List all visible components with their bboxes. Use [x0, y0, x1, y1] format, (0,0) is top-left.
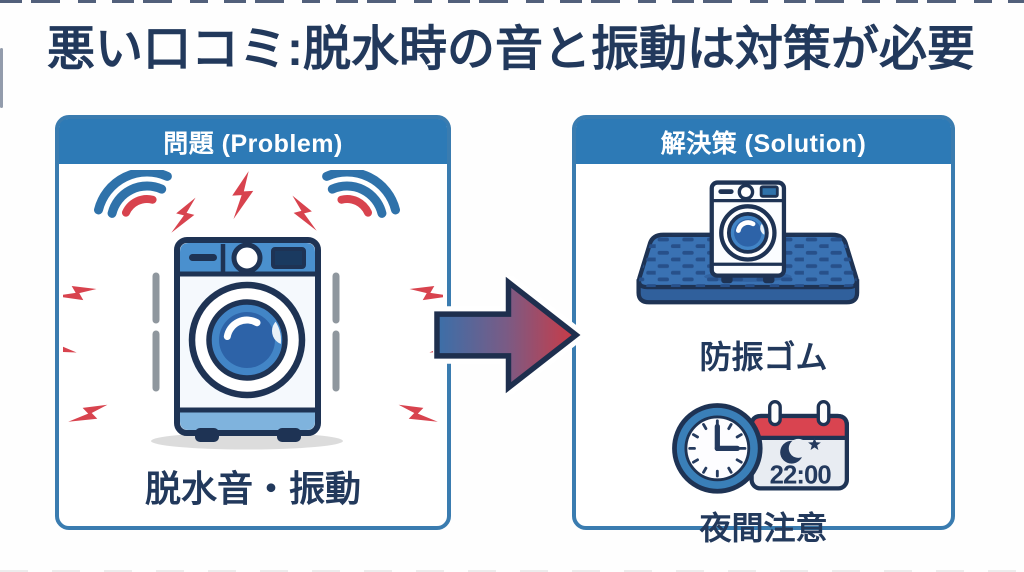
- binder-ring-icon: [767, 400, 782, 427]
- bottom-crop-artifact: [0, 570, 1024, 572]
- page-title: 悪い口コミ:脱水時の音と振動は対策が必要: [47, 23, 975, 76]
- binder-ring-icon: [816, 400, 830, 427]
- problem-panel: 問題 (Problem): [55, 115, 451, 530]
- problem-panel-header: 問題 (Problem): [59, 119, 447, 164]
- dial-knob-icon: [737, 183, 754, 201]
- arrow-right-icon: [433, 276, 582, 394]
- solution-caption-mat: 防振ゴム: [699, 339, 828, 375]
- solution-panel: 解決策 (Solution): [572, 115, 955, 546]
- vibrating-washing-machine-illustration: [63, 170, 443, 450]
- solution-panel-header: 解決策 (Solution): [576, 119, 951, 164]
- calendar-icon: 22:00: [748, 400, 849, 491]
- detergent-drawer-icon: [717, 189, 734, 194]
- anti-vibration-mat-icon: [635, 235, 859, 305]
- calendar-time-label: 22:00: [769, 462, 831, 490]
- dial-knob-icon: [231, 242, 263, 274]
- washing-machine-icon: [174, 237, 321, 442]
- left-crop-artifact: [0, 48, 3, 108]
- display-icon: [271, 247, 306, 269]
- solution-panel-body: 防振ゴム 22:00: [576, 164, 951, 549]
- clock-icon: [671, 403, 763, 494]
- clock-and-night-calendar-illustration: 22:00: [671, 400, 849, 494]
- vibration-motion-lines: [152, 272, 340, 392]
- top-crop-artifact: [0, 0, 1024, 3]
- problem-panel-body: 脱水音・振動: [59, 164, 447, 540]
- problem-panel-title: 問題 (Problem): [163, 129, 343, 158]
- washer-on-anti-vibration-mat-illustration: [635, 180, 859, 305]
- solution-caption-night: 夜間注意: [699, 510, 828, 546]
- washing-machine-small-icon: [709, 180, 786, 284]
- clock-hands-icon: [714, 423, 740, 451]
- solution-panel-title: 解決策 (Solution): [660, 129, 867, 158]
- detergent-drawer-icon: [189, 254, 217, 261]
- sound-waves-right-icon: [322, 170, 400, 218]
- sound-waves-left-icon: [94, 170, 172, 218]
- display-icon: [759, 185, 779, 198]
- problem-caption: 脱水音・振動: [144, 468, 361, 509]
- moon-star-icon: [779, 437, 821, 464]
